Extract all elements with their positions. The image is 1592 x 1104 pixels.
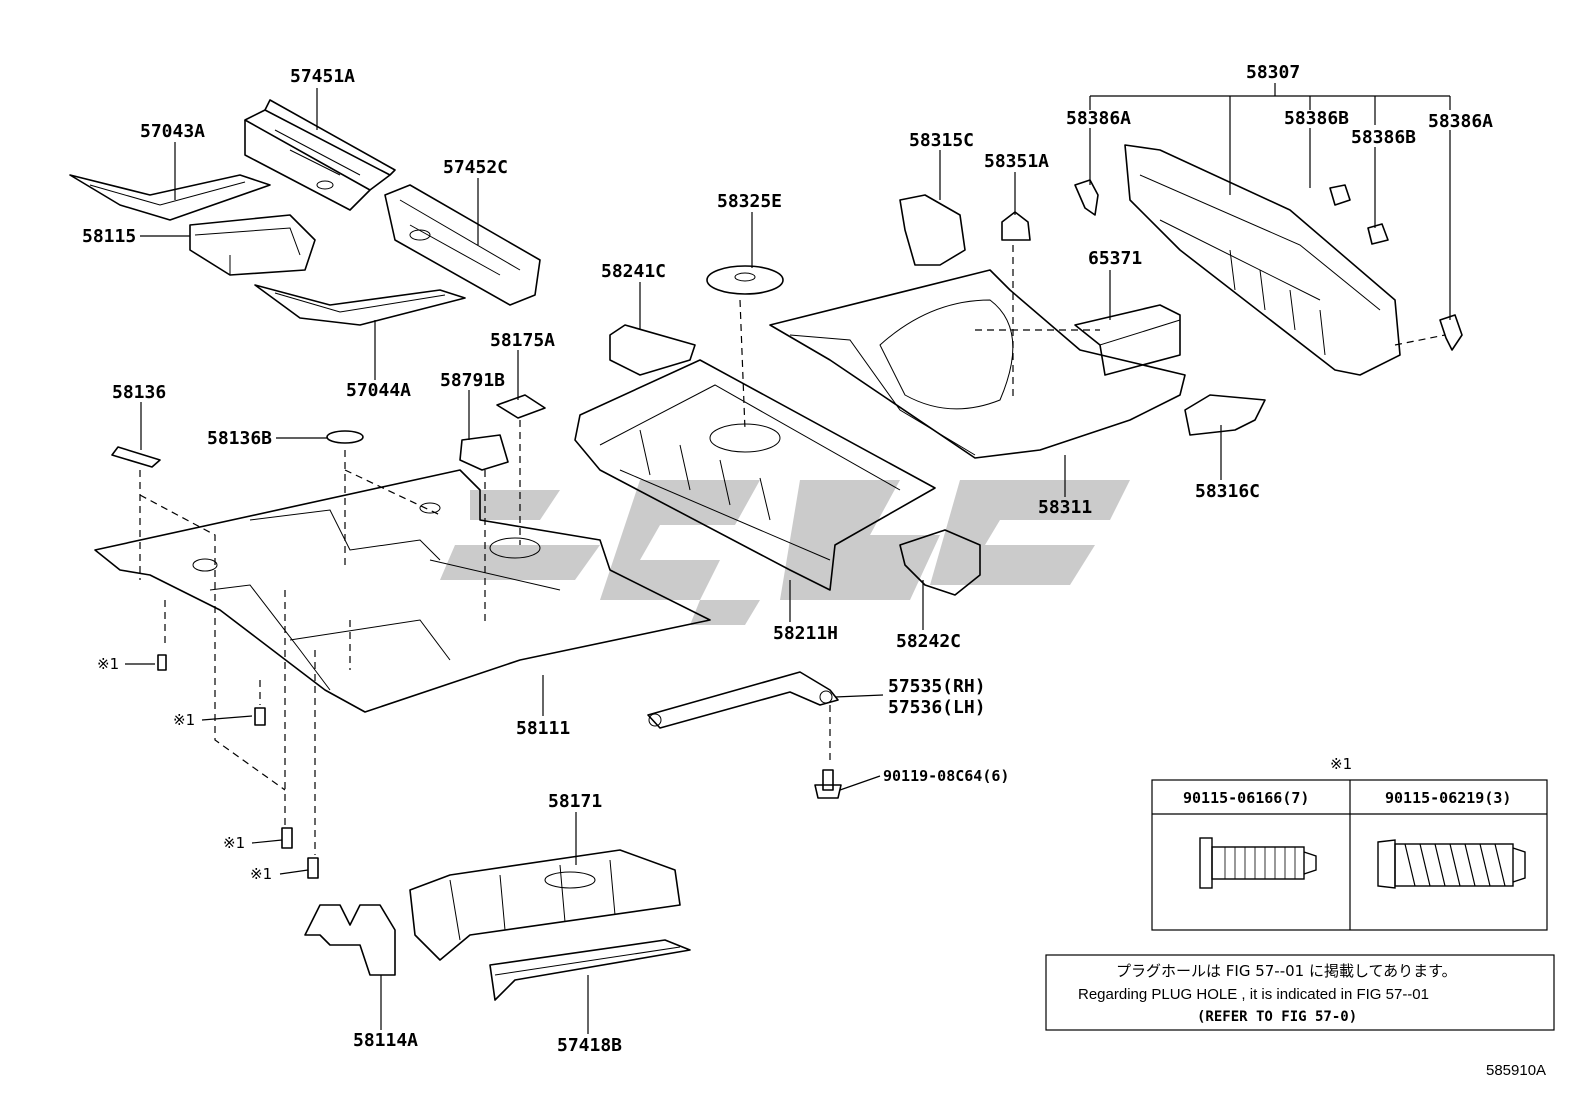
plug-hole-note: プラグホールは FIG 57--01 に掲載してあります。 Regarding … <box>1045 954 1555 1031</box>
figure-code: 585910A <box>1486 1062 1546 1079</box>
label-57452C: 57452C <box>443 157 508 178</box>
part-58136B-drawing <box>326 430 364 444</box>
label-58386A-right: 58386A <box>1428 111 1493 132</box>
label-58386A-left: 58386A <box>1066 108 1131 129</box>
ref-mark-3: ※1 <box>223 834 245 852</box>
fastener-table: ※1 90115-06166(7) 90115-06219(3) <box>1151 755 1548 931</box>
part-57452C-drawing <box>384 184 541 306</box>
label-58316C: 58316C <box>1195 481 1260 502</box>
part-57043A-drawing <box>69 174 271 221</box>
label-58307: 58307 <box>1246 62 1300 83</box>
fastener-col2-header: 90115-06219(3) <box>1385 789 1511 807</box>
note-ref-text: (REFER TO FIG 57-0) <box>1197 1009 1357 1025</box>
note-en-text: Regarding PLUG HOLE , it is indicated in… <box>1078 986 1429 1003</box>
part-58307-drawing <box>1124 144 1401 376</box>
label-58115: 58115 <box>82 226 136 247</box>
bolt-90115-06166-icon <box>1199 837 1317 889</box>
part-57044A-drawing <box>254 284 466 326</box>
leader-lines <box>125 83 1451 1034</box>
part-57535-drawing <box>647 671 839 729</box>
label-58386B-a: 58386B <box>1284 108 1349 129</box>
label-58351A: 58351A <box>984 151 1049 172</box>
watermark-logo <box>440 480 1130 625</box>
part-58386B-a-drawing <box>1329 184 1351 206</box>
part-58791B-drawing <box>459 434 509 471</box>
part-58351A-drawing <box>1001 211 1031 241</box>
dashed-assembly-lines <box>139 245 1446 855</box>
part-58316C-drawing <box>1184 394 1266 436</box>
label-58136: 58136 <box>112 382 166 403</box>
label-58211H: 58211H <box>773 623 838 644</box>
label-58111: 58111 <box>516 718 570 739</box>
label-57043A: 57043A <box>140 121 205 142</box>
part-58325E-drawing <box>706 265 784 295</box>
label-57044A: 57044A <box>346 380 411 401</box>
part-58386A-left-drawing <box>1074 179 1099 216</box>
label-57536: 57536(LH) <box>888 697 986 718</box>
label-57418B: 57418B <box>557 1035 622 1056</box>
bolt-drawings <box>157 654 319 879</box>
part-65371-drawing <box>1074 304 1181 376</box>
label-58171: 58171 <box>548 791 602 812</box>
label-58136B: 58136B <box>207 428 272 449</box>
label-90119: 90119-08C64(6) <box>883 767 1009 785</box>
part-58386B-b-drawing <box>1367 223 1389 245</box>
label-58114A: 58114A <box>353 1030 418 1051</box>
ref-mark-2: ※1 <box>173 711 195 729</box>
part-58242C-drawing <box>899 529 981 596</box>
label-58175A: 58175A <box>490 330 555 351</box>
part-57418B-drawing <box>489 939 691 1001</box>
part-58171-drawing <box>409 849 681 961</box>
label-58386B-b: 58386B <box>1351 127 1416 148</box>
part-58311-drawing <box>769 269 1186 459</box>
ref-mark-1: ※1 <box>97 655 119 673</box>
label-57451A: 57451A <box>290 66 355 87</box>
part-58211H-drawing <box>574 359 936 591</box>
label-58325E: 58325E <box>717 191 782 212</box>
part-58315C-drawing <box>899 194 966 266</box>
fastener-table-title: ※1 <box>1330 755 1352 773</box>
label-58241C: 58241C <box>601 261 666 282</box>
part-58136-drawing <box>111 446 161 468</box>
label-58311: 58311 <box>1038 497 1092 518</box>
note-jp-text: プラグホールは FIG 57--01 に掲載してあります。 <box>1116 962 1457 980</box>
part-57451A-drawing <box>244 99 396 211</box>
bolt-90115-06219-icon <box>1377 839 1526 889</box>
part-58115-drawing <box>189 214 316 276</box>
part-58114A-drawing <box>304 904 396 976</box>
ref-mark-4: ※1 <box>250 865 272 883</box>
label-65371: 65371 <box>1088 248 1142 269</box>
label-58791B: 58791B <box>440 370 505 391</box>
fastener-col1-header: 90115-06166(7) <box>1183 789 1309 807</box>
part-90119-drawing <box>814 769 842 799</box>
label-57535: 57535(RH) <box>888 676 986 697</box>
part-58111-drawing <box>94 469 711 713</box>
label-58242C: 58242C <box>896 631 961 652</box>
label-58315C: 58315C <box>909 130 974 151</box>
part-58175A-drawing <box>496 394 546 419</box>
part-58241C-drawing <box>609 324 696 376</box>
part-58386A-right-drawing <box>1439 314 1463 351</box>
